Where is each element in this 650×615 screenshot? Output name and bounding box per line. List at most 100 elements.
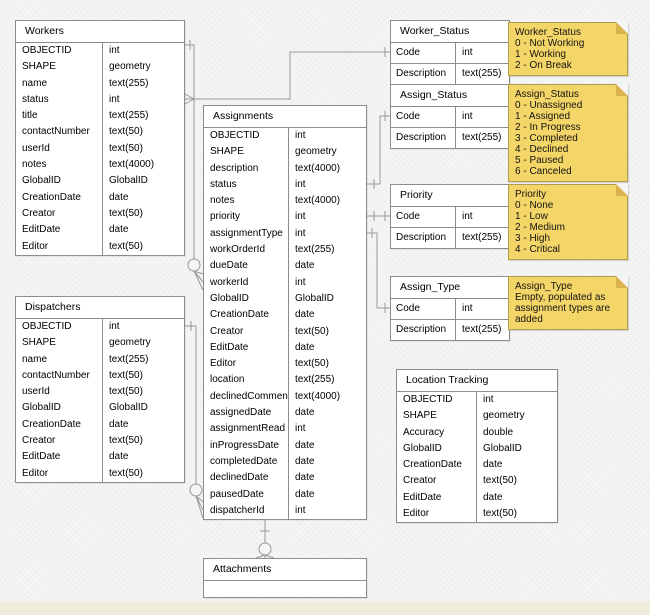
field-type: GlobalID — [109, 402, 148, 414]
entity-workers-title: Workers — [16, 21, 184, 43]
entity-assign-status-title: Assign_Status — [391, 85, 509, 107]
note-line: 3 - High — [515, 233, 551, 244]
field-name: Editor — [204, 356, 289, 373]
field-type: geometry — [109, 337, 151, 349]
connector-assigntype-assignments — [367, 228, 390, 313]
note-line: 2 - In Progress — [515, 122, 581, 133]
field-name: declinedComment — [204, 388, 289, 406]
field-type: int — [295, 423, 306, 435]
field-type: int — [295, 276, 306, 288]
connector-priority-assignments — [367, 211, 390, 221]
field-name: Creator — [16, 433, 103, 450]
entity-assignments-title: Assignments — [204, 106, 366, 128]
field-type: text(50) — [483, 475, 517, 487]
field-name: EditDate — [204, 339, 289, 357]
field-name: OBJECTID — [16, 319, 103, 336]
field-type: date — [295, 472, 315, 484]
note-line: 0 - None — [515, 200, 554, 211]
field-type: date — [295, 439, 315, 451]
field-name: userId — [16, 140, 103, 158]
field-type: text(4000) — [295, 195, 341, 207]
field-name: SHAPE — [397, 408, 477, 425]
field-name: status — [204, 176, 289, 194]
field-type: int — [295, 211, 306, 223]
field-type: text(50) — [109, 142, 143, 154]
field-type: text(255) — [109, 77, 149, 89]
field-name: Editor — [16, 465, 103, 482]
field-name: GlobalID — [16, 400, 103, 417]
note-worker-status-title: Worker_Status — [515, 27, 581, 38]
note-assign-status-title: Assign_Status — [515, 89, 579, 100]
note-line: 2 - Medium — [515, 222, 566, 233]
note-line: 0 - Not Working — [515, 38, 585, 49]
field-name: contactNumber — [16, 124, 103, 141]
field-name: Description — [391, 64, 456, 84]
field-type: int — [462, 303, 473, 314]
field-row-OBJECTID: OBJECTID int — [16, 319, 184, 336]
field-type: int — [109, 45, 120, 56]
field-type: GlobalID — [295, 292, 334, 304]
field-name: Accuracy — [397, 424, 477, 441]
field-type: int — [295, 504, 306, 516]
field-type: date — [295, 309, 315, 321]
footer-band — [0, 602, 650, 615]
field-name: title — [16, 108, 103, 125]
field-type: date — [109, 191, 129, 203]
field-name: notes — [16, 157, 103, 174]
field-type: text(255) — [109, 353, 149, 365]
field-name: EditDate — [16, 449, 103, 466]
field-type: text(255) — [295, 244, 335, 256]
field-name: Description — [391, 228, 456, 248]
field-type: int — [109, 321, 120, 332]
field-type: int — [483, 394, 494, 405]
field-name: Code — [391, 107, 456, 127]
field-name: dueDate — [204, 258, 289, 275]
field-type: text(4000) — [295, 162, 341, 174]
field-type: int — [295, 227, 306, 239]
field-type: text(50) — [109, 126, 143, 138]
field-row-completedDate: completedDate date — [204, 453, 366, 471]
field-row-Creator: Creator text(50) — [16, 433, 184, 450]
connector-dispatchers-assignments — [185, 321, 204, 519]
field-type: date — [295, 455, 315, 467]
field-row-GlobalID: GlobalID GlobalID — [16, 400, 184, 417]
field-name: SHAPE — [204, 144, 289, 161]
field-type: text(50) — [109, 435, 143, 447]
field-name: notes — [204, 193, 289, 210]
field-name: completedDate — [204, 453, 289, 471]
field-name: CreationDate — [16, 416, 103, 434]
field-type: text(255) — [109, 110, 149, 122]
connector-assignstatus-assignments — [367, 111, 390, 189]
note-line: 4 - Declined — [515, 144, 569, 155]
